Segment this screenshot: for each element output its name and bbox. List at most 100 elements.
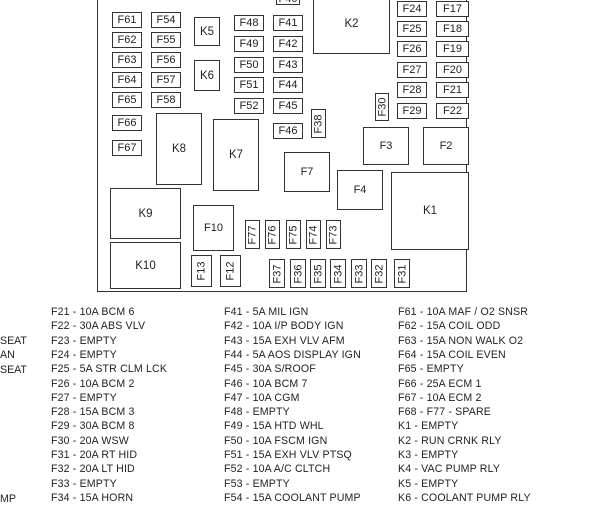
legend-entry: F61 - 10A MAF / O2 SNSR	[398, 306, 529, 318]
fuse-f27: F27	[397, 62, 427, 78]
box-label: F12	[224, 261, 237, 281]
fuse-f44: F44	[273, 77, 303, 93]
box-label: F48	[239, 17, 259, 29]
fuse-f62: F62	[112, 32, 142, 48]
fuse-f34: F34	[330, 259, 346, 288]
legend-entry: F34 - 15A HORN	[51, 491, 134, 504]
relay-k9: K9	[110, 188, 181, 239]
box-label: F36	[292, 264, 304, 283]
legend-entry: F48 - EMPTY	[224, 406, 290, 419]
legend-entry: F26 - 10A BCM 2	[51, 377, 135, 390]
box-label: F4	[353, 184, 367, 196]
box-label: F61	[117, 14, 137, 26]
box-label: F27	[402, 64, 422, 76]
fuse-f52: F52	[234, 98, 264, 114]
legend-entry: K2 - RUN CRNK RLY	[398, 434, 502, 447]
box-label: F64	[117, 74, 137, 86]
box-label: F26	[402, 43, 422, 55]
fuse-f38: F38	[311, 109, 326, 138]
fuse-f10: F10	[193, 205, 234, 251]
fuse-f30: F30	[375, 93, 389, 121]
box-label: K8	[171, 143, 187, 155]
fuse-f50: F50	[234, 57, 264, 73]
fuse-f74: F74	[306, 220, 321, 249]
fuse-f66: F66	[112, 115, 142, 131]
cropped-edge-text: SEAT	[0, 335, 27, 347]
box-label: F20	[443, 64, 462, 76]
fuse-f77: F77	[245, 220, 260, 249]
fuse-f55: F55	[151, 32, 181, 48]
legend-entry: F28 - 15A BCM 3	[51, 406, 135, 419]
relay-k6: K6	[194, 60, 220, 91]
box-label: F62	[117, 34, 137, 46]
box-label: F38	[312, 114, 325, 133]
fuse-f67: F67	[112, 140, 142, 156]
fuse-f12: F12	[220, 255, 241, 287]
legend-entry: F21 - 10A BCM 6	[51, 306, 135, 318]
fuse-f7: F7	[284, 152, 330, 192]
box-label: F41	[278, 17, 298, 29]
legend-entry: F29 - 30A BCM 8	[51, 420, 135, 433]
fuse-f75: F75	[286, 220, 301, 249]
fuse-f57: F57	[151, 72, 181, 88]
box-label: K1	[422, 205, 438, 217]
box-label: F31	[396, 264, 408, 283]
legend-entry: F32 - 20A LT HID	[51, 463, 135, 476]
fuse-f61: F61	[112, 12, 142, 28]
legend-entry: F54 - 15A COOLANT PUMP	[224, 491, 361, 504]
legend-entry: F53 - EMPTY	[224, 477, 290, 490]
box-label: F77	[246, 225, 259, 244]
box-label: F7	[300, 166, 314, 178]
box-label: F40	[279, 0, 298, 5]
box-label: F22	[443, 105, 462, 117]
legend-entry: F47 - 10A CGM	[224, 391, 300, 404]
legend-entry: F42 - 10A I/P BODY IGN	[224, 320, 344, 333]
fuse-f21: F21	[436, 82, 469, 98]
legend-entry: F22 - 30A ABS VLV	[51, 320, 146, 333]
fuse-f54: F54	[151, 12, 181, 28]
fuse-f64: F64	[112, 72, 142, 88]
box-label: F63	[117, 54, 137, 66]
fuse-f24: F24	[397, 1, 427, 17]
fuse-f13: F13	[191, 255, 212, 287]
fuse-f28: F28	[397, 82, 427, 98]
box-label: F2	[439, 140, 453, 152]
fuse-f18: F18	[436, 21, 469, 37]
relay-k5: K5	[194, 17, 220, 46]
legend-entry: F24 - EMPTY	[51, 348, 117, 361]
box-label: F33	[353, 264, 365, 283]
fuse-f35: F35	[310, 259, 326, 288]
box-label: F50	[239, 59, 259, 71]
fuse-f42: F42	[273, 36, 303, 52]
fuse-box-diagram: F40K2F24F17F61F54K5F48F41F25F18F62F55F49…	[97, 0, 469, 292]
legend-entry: K5 - EMPTY	[398, 477, 459, 490]
legend-entry: F33 - EMPTY	[51, 477, 117, 490]
fuse-f17: F17	[436, 1, 469, 17]
box-label: K10	[135, 259, 156, 272]
legend-entry: F49 - 15A HTD WHL	[224, 420, 324, 433]
relay-k2: K2	[313, 0, 390, 54]
legend-entry: K6 - COOLANT PUMP RLY	[398, 491, 531, 504]
fuse-f40: F40	[276, 0, 300, 5]
box-label: F13	[195, 261, 208, 281]
legend-entry: F67 - 10A ECM 2	[398, 391, 482, 404]
box-label: F34	[332, 264, 344, 283]
fuse-f26: F26	[397, 41, 427, 57]
box-label: K5	[199, 25, 215, 38]
legend-entry: F65 - EMPTY	[398, 363, 464, 376]
box-label: F19	[443, 43, 462, 55]
box-label: F56	[156, 54, 176, 66]
box-label: F21	[443, 84, 462, 96]
box-label: F3	[379, 140, 393, 152]
fuse-f58: F58	[151, 92, 181, 108]
fuse-f19: F19	[436, 41, 469, 57]
fuse-f22: F22	[436, 103, 469, 119]
legend-entry: F31 - 20A RT HID	[51, 449, 138, 461]
fuse-f56: F56	[151, 52, 181, 68]
legend-entry: F68 - F77 - SPARE	[398, 406, 492, 419]
legend-entry: K3 - EMPTY	[398, 449, 459, 461]
box-label: F52	[239, 100, 259, 112]
fuse-f4: F4	[337, 170, 383, 210]
legend-entry: F52 - 10A A/C CLTCH	[224, 463, 331, 476]
fuse-f65: F65	[112, 92, 142, 108]
